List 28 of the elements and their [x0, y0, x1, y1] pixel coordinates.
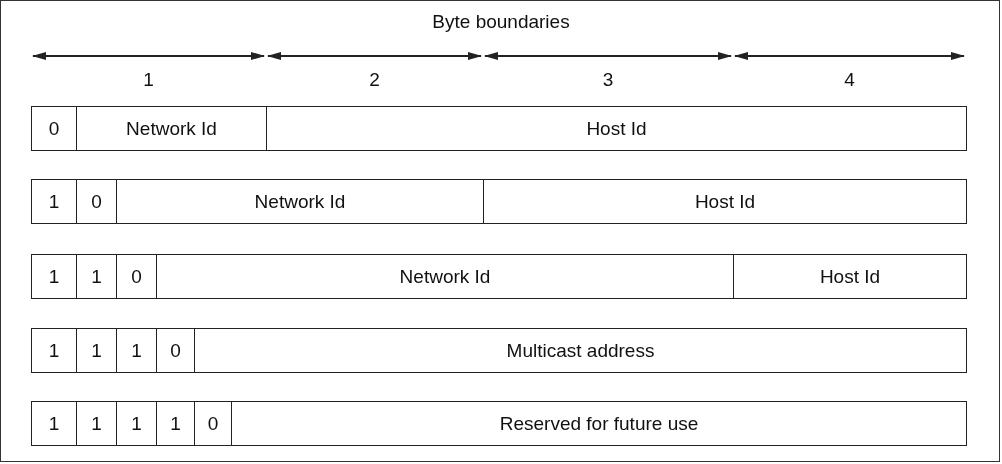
address-field: Multicast address [194, 328, 967, 373]
address-field: Reserved for future use [231, 401, 967, 446]
address-field: Network Id [76, 106, 267, 151]
bit-field: 1 [156, 401, 195, 446]
bit-field: 0 [194, 401, 232, 446]
bit-field: 0 [76, 179, 117, 224]
bit-field: 1 [31, 401, 77, 446]
byte-number: 3 [601, 69, 615, 91]
byte-number: 1 [142, 69, 155, 91]
bit-field: 0 [116, 254, 157, 299]
bit-field: 1 [76, 328, 117, 373]
bit-field: 1 [116, 328, 157, 373]
bit-field: 1 [31, 254, 77, 299]
address-field: Host Id [266, 106, 967, 151]
address-field: Network Id [116, 179, 484, 224]
address-field: Host Id [483, 179, 967, 224]
bit-field: 1 [76, 254, 117, 299]
heading-text: Byte boundaries [431, 11, 571, 33]
byte-number: 2 [368, 69, 381, 91]
address-field: Host Id [733, 254, 967, 299]
bit-field: 0 [31, 106, 77, 151]
bit-field: 1 [31, 328, 77, 373]
bit-field: 1 [31, 179, 77, 224]
address-field: Network Id [156, 254, 734, 299]
bit-field: 1 [76, 401, 117, 446]
bit-field: 1 [116, 401, 157, 446]
byte-number: 4 [843, 69, 856, 91]
bit-field: 0 [156, 328, 195, 373]
